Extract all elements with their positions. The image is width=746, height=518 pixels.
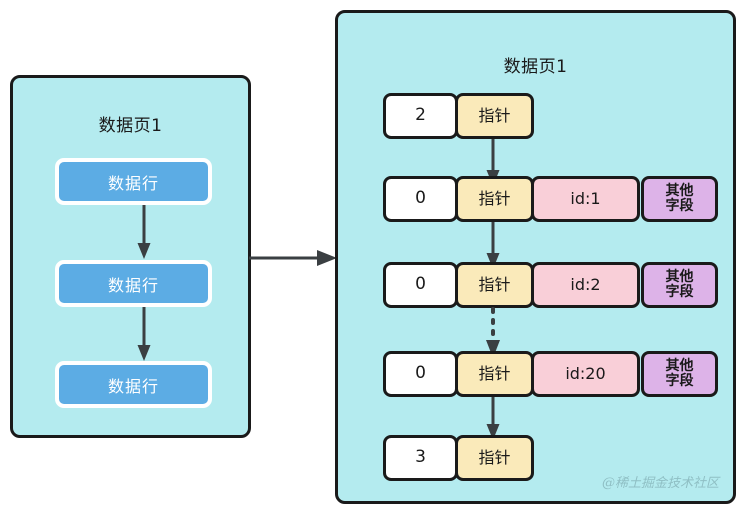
watermark-text: @稀土掘金技术社区 (601, 476, 719, 491)
record-arrow-3-dotted (485, 307, 501, 359)
data-row-box-3: 数据行 (55, 361, 212, 408)
left-data-page-panel: 数据页1 数据行 数据行 数据行 (10, 75, 251, 438)
record-row-header-2: 2 指针 (383, 93, 534, 139)
right-data-page-panel: 数据页1 2 指针 0 指针 id:1 其他 字段 0 指针 id:2 其他 字 (335, 10, 736, 504)
record-id-cell: id:1 (531, 176, 640, 222)
data-row-box-1: 数据行 (55, 158, 212, 205)
other-fields-line-2: 字段 (665, 198, 694, 214)
record-row-id-2: 0 指针 id:2 其他 字段 (383, 262, 718, 308)
record-pointer-cell: 指针 (455, 351, 534, 397)
record-arrow-4 (485, 397, 501, 441)
record-row-id-20: 0 指针 id:20 其他 字段 (383, 351, 718, 397)
record-id-cell: id:2 (531, 262, 640, 308)
record-id-cell: id:20 (531, 351, 640, 397)
other-fields-line-2: 字段 (665, 373, 694, 389)
record-pointer-cell: 指针 (455, 435, 534, 481)
record-count-cell: 0 (383, 176, 458, 222)
left-arrow-2 (136, 307, 152, 362)
record-count-cell: 2 (383, 93, 458, 139)
record-pointer-cell: 指针 (455, 93, 534, 139)
record-arrow-2 (485, 222, 501, 270)
other-fields-line-1: 其他 (665, 358, 694, 375)
data-row-box-2: 数据行 (55, 260, 212, 307)
panel-connector-arrow (249, 244, 339, 276)
right-panel-title: 数据页1 (503, 57, 568, 77)
record-row-tail-3: 3 指针 (383, 435, 534, 481)
other-fields-line-1: 其他 (665, 183, 694, 200)
record-other-fields-cell: 其他 字段 (641, 351, 718, 397)
left-arrow-1 (136, 205, 152, 260)
other-fields-line-2: 字段 (665, 284, 694, 300)
record-row-id-1: 0 指针 id:1 其他 字段 (383, 176, 718, 222)
record-count-cell: 0 (383, 262, 458, 308)
other-fields-line-1: 其他 (665, 269, 694, 286)
record-other-fields-cell: 其他 字段 (641, 262, 718, 308)
record-pointer-cell: 指针 (455, 262, 534, 308)
record-count-cell: 3 (383, 435, 458, 481)
record-other-fields-cell: 其他 字段 (641, 176, 718, 222)
record-pointer-cell: 指针 (455, 176, 534, 222)
record-count-cell: 0 (383, 351, 458, 397)
left-panel-title: 数据页1 (98, 116, 163, 136)
